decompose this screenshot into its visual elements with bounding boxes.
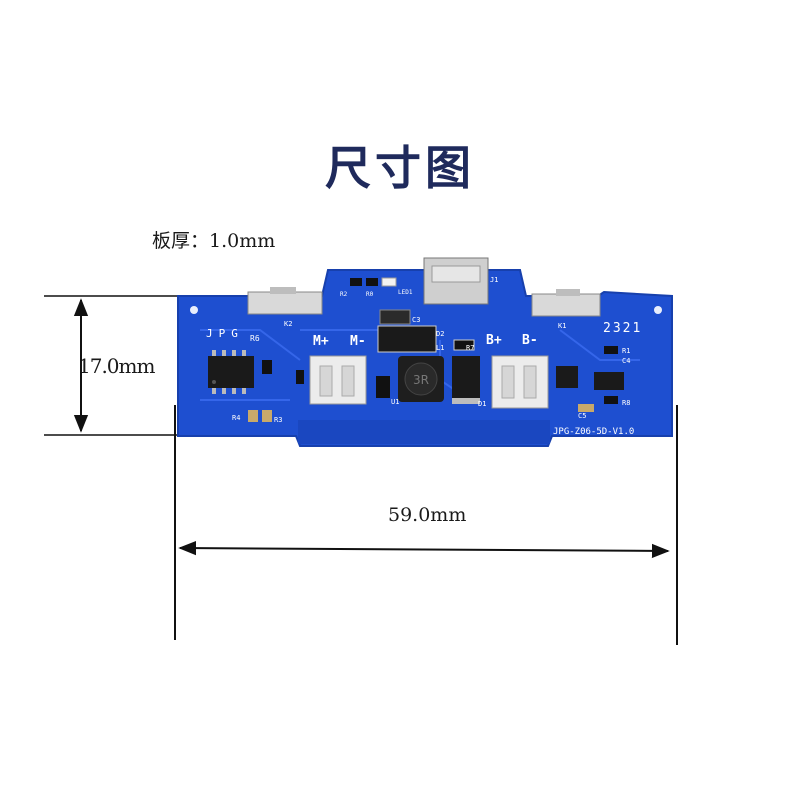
led-b (366, 278, 378, 286)
switch-k2-knob (270, 287, 296, 294)
capacitor-c5 (578, 404, 594, 412)
transistor-q1 (556, 366, 578, 388)
resistor-small-1 (262, 360, 272, 374)
silk-k1: K1 (558, 322, 566, 330)
silk-r8: R8 (622, 399, 630, 407)
silk-r3: R3 (274, 416, 282, 424)
resistor-r3 (262, 410, 272, 422)
connector-battery (491, 355, 549, 409)
pcb-board: 3R JPG M+ M- B+ B- 2321 (177, 257, 673, 447)
silk-brand: JPG (206, 327, 244, 340)
silk-l1: L1 (436, 344, 444, 352)
usb-port-opening (431, 265, 481, 283)
silk-j1: J1 (490, 276, 498, 284)
silk-battery-minus: B- (522, 333, 538, 348)
silk-r1: R1 (622, 347, 630, 355)
silk-r4: R4 (232, 414, 240, 422)
silk-r2: R2 (340, 291, 348, 298)
silk-d2: D2 (436, 330, 444, 338)
silk-r0: R0 (366, 291, 374, 298)
mounting-hole-right (654, 306, 662, 314)
mounting-hole-left (190, 306, 198, 314)
silk-u1: U1 (391, 398, 399, 406)
resistor-r7 (453, 339, 475, 351)
ic-chip-u1 (376, 376, 390, 398)
component-d2 (377, 325, 437, 353)
resistor-r8 (604, 396, 618, 404)
height-dimension (44, 295, 180, 436)
pcb-bottom-tab (298, 420, 550, 444)
svg-text:3R: 3R (413, 373, 429, 387)
switch-k1 (531, 293, 601, 317)
connector-motor (309, 355, 367, 405)
width-arrow (178, 540, 670, 559)
resistor-small-2 (296, 370, 304, 384)
silk-c5: C5 (578, 412, 586, 420)
switch-k1-knob (556, 289, 580, 296)
diode-d1 (452, 356, 480, 404)
silk-motor-plus: M+ (313, 334, 329, 349)
led1 (381, 277, 397, 287)
width-dimension (174, 405, 678, 645)
ic-chip-u2-pins (212, 350, 246, 394)
led-a (350, 278, 362, 286)
silk-motor-minus: M- (350, 334, 366, 349)
resistor-r4 (248, 410, 258, 422)
silk-c3: C3 (412, 316, 420, 324)
width-dimension-label: 59.0mm (388, 504, 467, 526)
silk-d1: D1 (478, 400, 486, 408)
switch-k2 (247, 291, 323, 315)
silk-c4: C4 (622, 357, 630, 365)
capacitor-c3 (379, 309, 411, 325)
resistor-r1 (604, 346, 618, 354)
board-thickness-label: 板厚：1.0mm (152, 230, 276, 252)
silk-r7: R7 (466, 344, 474, 352)
silk-battery-plus: B+ (486, 333, 502, 348)
silk-led1: LED1 (398, 289, 413, 296)
height-dimension-label: 17.0mm (78, 354, 155, 378)
silk-k2: K2 (284, 320, 292, 328)
ic-chip-u3 (594, 372, 624, 390)
silk-model-label: JPG-Z06-5D-V1.0 (553, 427, 634, 437)
page-title: 尺寸图 (325, 141, 475, 195)
silk-r6: R6 (250, 334, 260, 343)
silk-display-digits: 2321 (603, 321, 642, 336)
